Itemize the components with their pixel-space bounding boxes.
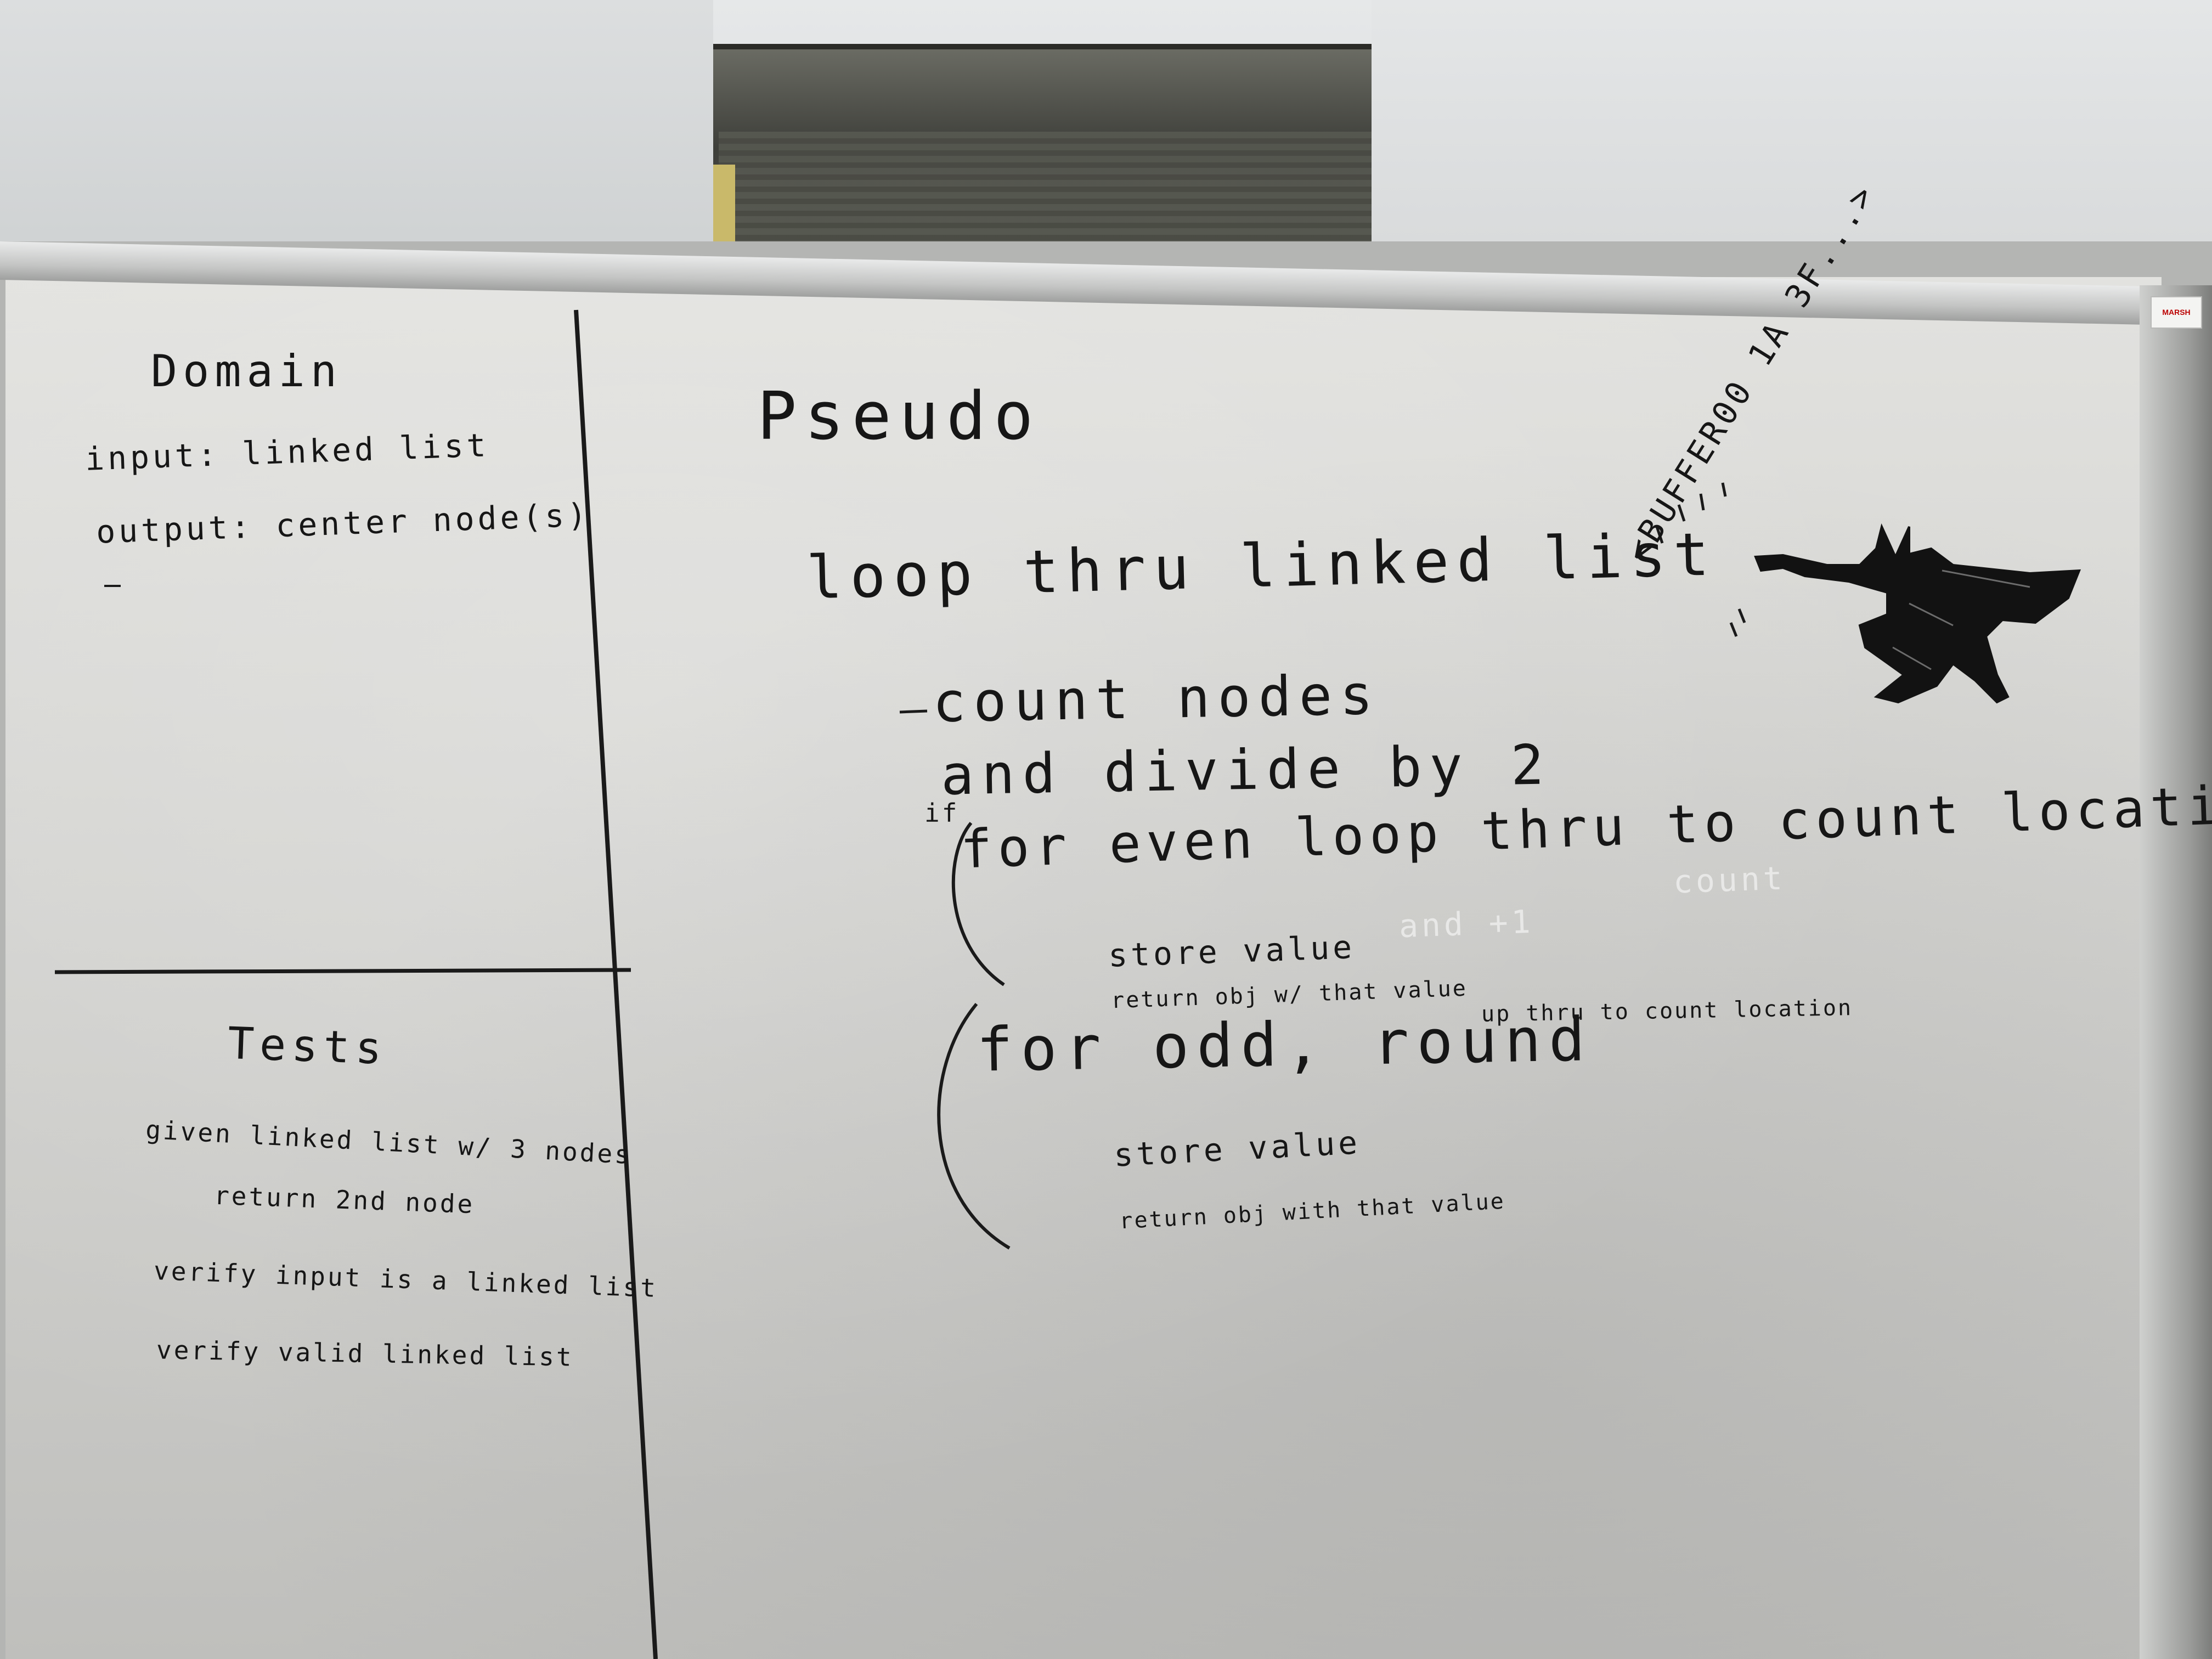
batman-figure-icon <box>1754 523 2081 704</box>
whiteboard-surface <box>5 277 2162 1659</box>
even-bracket <box>951 822 1005 986</box>
back-wall-left <box>0 0 713 258</box>
horizontal-divider-line <box>54 968 631 974</box>
vertical-divider-line <box>574 309 658 1659</box>
pseudo-if-label: if <box>924 798 960 828</box>
pseudo-dash <box>899 709 928 714</box>
pseudo-title: Pseudo <box>757 379 1041 455</box>
tests-title: Tests <box>227 1017 388 1075</box>
pseudo-step-divide: and divide by 2 <box>940 732 1553 808</box>
pseudo-step-count: count nodes <box>932 662 1381 735</box>
ghost-text-and: and +1 <box>1398 902 1534 945</box>
odd-bracket <box>937 1003 1011 1250</box>
whiteboard-side-edge <box>2140 285 2212 1659</box>
speech-lines <box>1655 482 1746 637</box>
ghost-text-count: count <box>1672 859 1786 901</box>
brand-sticker: MARSH <box>2151 296 2202 329</box>
domain-title: Domain <box>151 346 342 397</box>
